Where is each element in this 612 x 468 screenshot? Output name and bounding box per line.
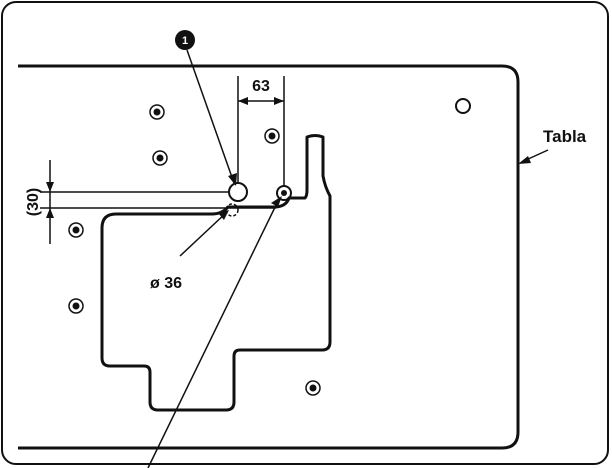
part-number-label: 1 [182,35,188,47]
part-leader-arrow [228,173,237,186]
part-leader-line [186,49,235,184]
dimension-vertical-label: (30) [25,188,42,216]
dim-arrow-right [274,97,284,105]
dim-arrow-left [238,97,248,105]
screw-icon [152,150,168,166]
dim-arrow-down [46,182,54,192]
screw-icon [264,128,280,144]
table-leader-arrow [518,156,531,164]
screw-icon [305,380,321,396]
screw-icon [149,104,165,120]
screw-icon [68,222,84,238]
machine-cutout [100,134,332,412]
table-hole [455,98,471,114]
hidden-hole [225,203,239,217]
part-number-badge [175,30,195,50]
table-leader-line [525,149,549,161]
drill-hole-large [228,182,248,202]
diameter-leader-line [179,211,228,257]
table-label: Tabla [543,127,587,146]
dim-arrow-up [46,208,54,218]
vertical-dimension [40,160,276,244]
screw-icon [68,298,84,314]
bottom-leader-arrow [271,196,282,207]
diameter-leader-arrow [218,210,229,220]
table-outline [18,64,520,450]
bottom-leader-line [147,198,280,468]
diameter-label: ø 36 [150,275,182,292]
dimension-horizontal-label: 63 [252,78,270,95]
